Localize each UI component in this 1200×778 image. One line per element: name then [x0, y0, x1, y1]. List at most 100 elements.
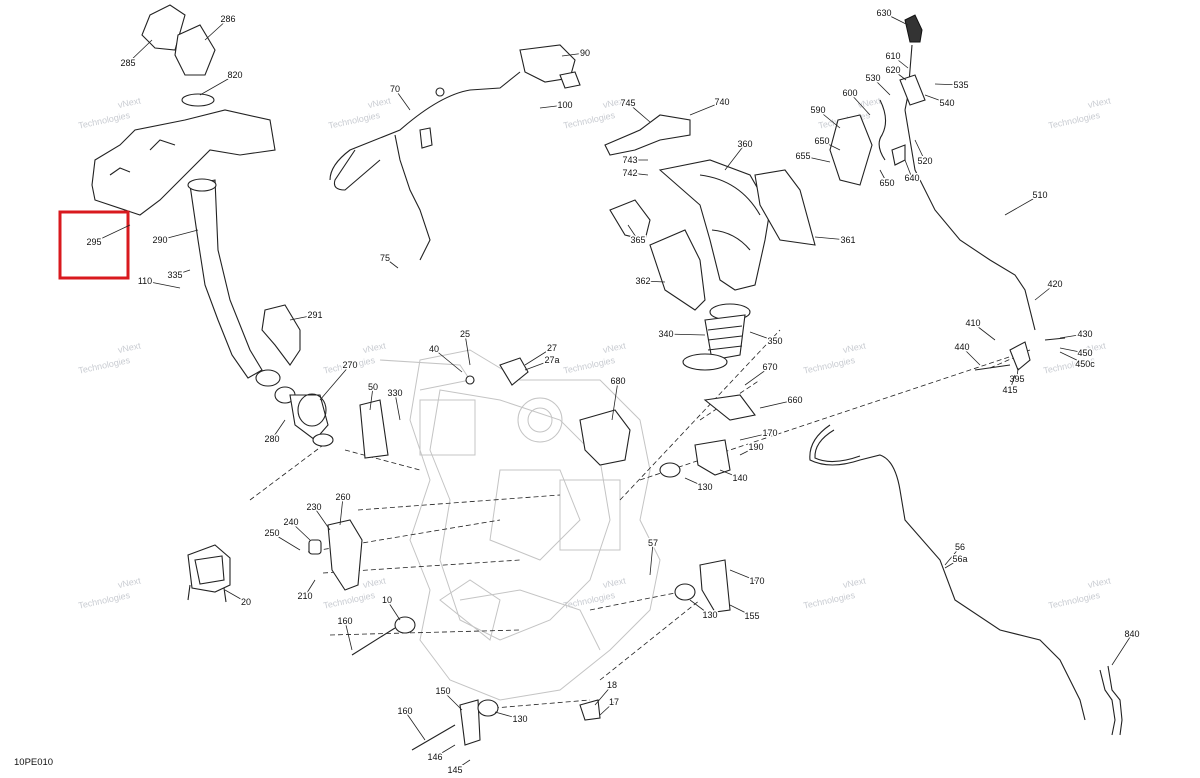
leader-line: [904, 159, 913, 179]
leader-line: [642, 280, 666, 283]
part-callout-340: 340: [658, 329, 673, 339]
air-intake-assembly: [91, 4, 334, 447]
part-callout-655: 655: [795, 151, 810, 161]
leader-line: [539, 104, 566, 109]
part-callout-361: 361: [840, 235, 855, 245]
part-callout-250: 250: [264, 528, 279, 538]
leader-line: [744, 366, 771, 386]
leader-line: [442, 690, 463, 711]
part-callout-75: 75: [380, 253, 390, 263]
part-callout-415: 415: [1002, 385, 1017, 395]
leader-line: [689, 599, 711, 616]
leader-line: [814, 236, 849, 241]
leader-line: [627, 102, 651, 123]
part-callout-146: 146: [427, 752, 442, 762]
leader-line: [879, 169, 888, 184]
leader-line: [271, 419, 286, 440]
part-callout-160: 160: [337, 616, 352, 626]
air-box-assembly: [604, 114, 816, 371]
part-callout-420: 420: [1047, 279, 1062, 289]
leader-line: [404, 710, 426, 741]
part-callout-335: 335: [167, 270, 182, 280]
part-callout-395: 395: [1009, 374, 1024, 384]
part-callout-660: 660: [787, 395, 802, 405]
part-callout-285: 285: [120, 58, 135, 68]
leader-line: [1111, 633, 1133, 666]
part-callout-530: 530: [865, 73, 880, 83]
part-callout-295: 295: [86, 237, 101, 247]
leader-line: [344, 620, 353, 651]
part-callout-110: 110: [138, 276, 152, 286]
part-callout-40: 40: [429, 344, 439, 354]
leader-line: [369, 386, 374, 411]
part-callout-510: 510: [1032, 190, 1047, 200]
leader-line: [127, 39, 153, 64]
part-callout-130: 130: [702, 610, 717, 620]
leader-line: [174, 269, 191, 276]
leader-line: [729, 604, 753, 617]
part-callout-155: 155: [744, 611, 759, 621]
drawing-code: 10PE010: [14, 757, 53, 768]
leader-line: [649, 542, 654, 576]
part-callout-56: 56: [955, 542, 965, 552]
part-callout-600: 600: [842, 88, 857, 98]
part-callout-590: 590: [810, 105, 825, 115]
part-callout-50: 50: [368, 382, 378, 392]
part-callout-680: 680: [610, 376, 625, 386]
part-callout-70: 70: [390, 84, 400, 94]
watermark-text: vNextTechnologies: [320, 340, 390, 375]
leader-line: [386, 599, 401, 621]
leader-line: [204, 18, 229, 41]
part-callout-17: 17: [609, 697, 619, 707]
leader-line: [914, 139, 926, 162]
leader-line: [724, 143, 746, 171]
leader-line: [339, 496, 344, 526]
part-callout-362: 362: [635, 276, 650, 286]
leader-line: [719, 469, 741, 479]
leader-line: [271, 532, 301, 551]
leader-line: [849, 92, 871, 116]
leader-line: [629, 172, 649, 176]
watermark-text: vNextTechnologies: [75, 95, 145, 130]
part-callout-745: 745: [620, 98, 635, 108]
leader-line: [384, 257, 399, 269]
leader-line: [627, 224, 639, 241]
leader-line: [524, 347, 553, 366]
part-callout-160: 160: [397, 706, 412, 716]
leader-line: [1059, 351, 1086, 365]
part-callout-330: 330: [387, 388, 402, 398]
leader-line: [821, 140, 841, 151]
leader-line: [944, 546, 961, 566]
leader-line: [872, 77, 891, 96]
part-callout-170: 170: [749, 576, 764, 586]
watermark-text: vNextTechnologies: [560, 575, 630, 610]
leader-line: [1004, 194, 1041, 216]
part-callout-640: 640: [904, 173, 919, 183]
leader-line: [304, 579, 316, 597]
part-callout-440: 440: [954, 342, 969, 352]
part-callout-270: 270: [342, 360, 357, 370]
part-callout-210: 210: [297, 591, 312, 601]
part-callout-360: 360: [737, 139, 752, 149]
part-callout-150: 150: [435, 686, 450, 696]
part-callout-410: 410: [965, 318, 980, 328]
leader-line: [594, 684, 613, 706]
leader-line: [394, 88, 411, 111]
leader-line: [944, 558, 961, 569]
leader-line: [802, 155, 831, 163]
leader-line: [739, 446, 757, 456]
hoses: [809, 424, 1123, 736]
part-callout-520: 520: [917, 156, 932, 166]
part-callout-10: 10: [382, 595, 392, 605]
part-callout-286: 286: [220, 14, 235, 24]
part-callout-535: 535: [953, 80, 968, 90]
leader-line: [159, 229, 199, 241]
leader-line: [892, 55, 909, 69]
part-callout-170: 170: [762, 428, 777, 438]
leader-line: [972, 322, 996, 341]
part-callout-610: 610: [885, 51, 900, 61]
part-callout-130: 130: [512, 714, 527, 724]
watermark-text: vNextTechnologies: [800, 575, 870, 610]
wiring-harness: [329, 44, 581, 261]
